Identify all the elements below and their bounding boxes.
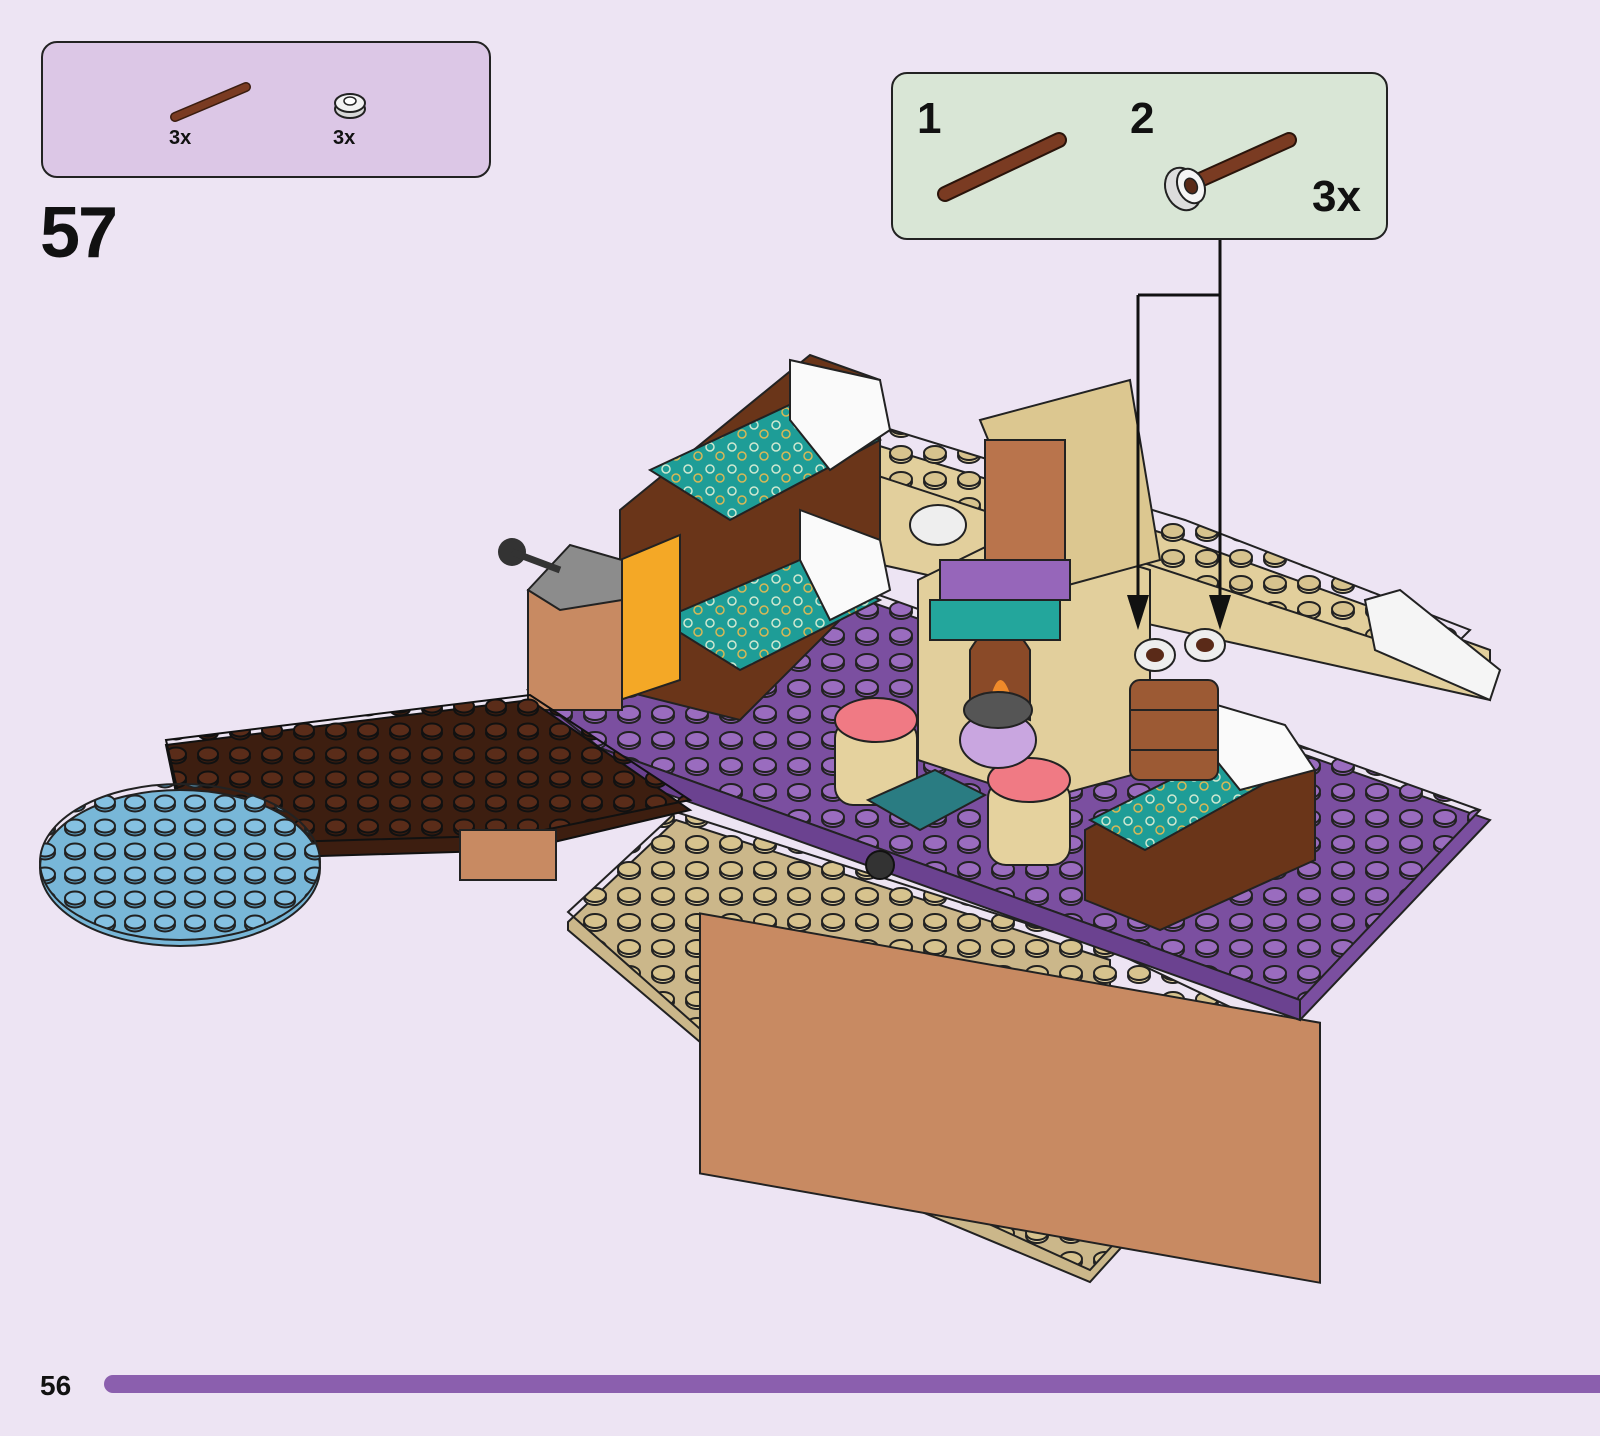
- fireplace: [918, 380, 1160, 800]
- barrel: [1130, 629, 1225, 780]
- page-number: 56: [40, 1370, 71, 1402]
- page-progress-bar: [104, 1375, 1600, 1393]
- stone-column: [498, 538, 622, 710]
- blue-round-plate: [40, 784, 320, 946]
